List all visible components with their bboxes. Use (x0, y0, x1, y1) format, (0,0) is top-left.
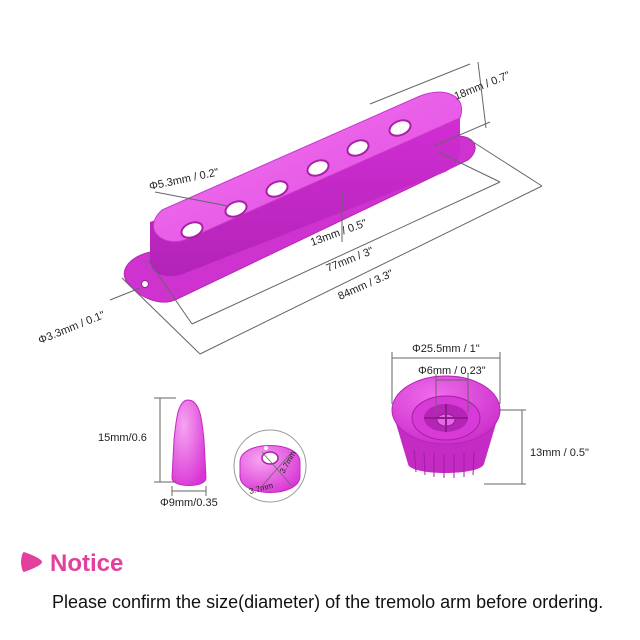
tip-dimension-lines (154, 397, 207, 496)
pole-holes (180, 119, 412, 239)
pole-hole (224, 200, 248, 218)
notice-icon (20, 550, 44, 579)
pickup-cover (123, 91, 476, 303)
dim-inner-length: 77mm / 3" (325, 245, 376, 275)
dim-knob-shaft: Φ6mm / 0.23" (418, 365, 486, 377)
notice-text: Please confirm the size(diameter) of the… (52, 592, 604, 612)
pole-hole (306, 159, 330, 177)
switch-tip (171, 399, 207, 486)
dim-tip-height: 15mm/0.6 (98, 432, 147, 444)
notice-header: Notice (20, 546, 123, 582)
dim-tip-diameter: Φ9mm/0.35 (160, 497, 218, 509)
pole-hole (346, 139, 370, 157)
mount-hole-left (141, 280, 149, 288)
dim-mount-hole: Φ3.3mm / 0.1" (37, 309, 107, 347)
notice-title: Notice (50, 550, 124, 577)
pickup-dimension-lines (109, 61, 543, 355)
control-knob (391, 375, 501, 478)
pole-hole (265, 180, 289, 198)
pole-hole (180, 221, 204, 239)
pole-hole (388, 119, 412, 137)
dim-knob-diameter: Φ25.5mm / 1" (412, 343, 480, 355)
knob-dimension-lines (391, 352, 526, 485)
dim-knob-height: 13mm / 0.5" (530, 447, 589, 459)
tip-bottom-detail (233, 429, 307, 503)
